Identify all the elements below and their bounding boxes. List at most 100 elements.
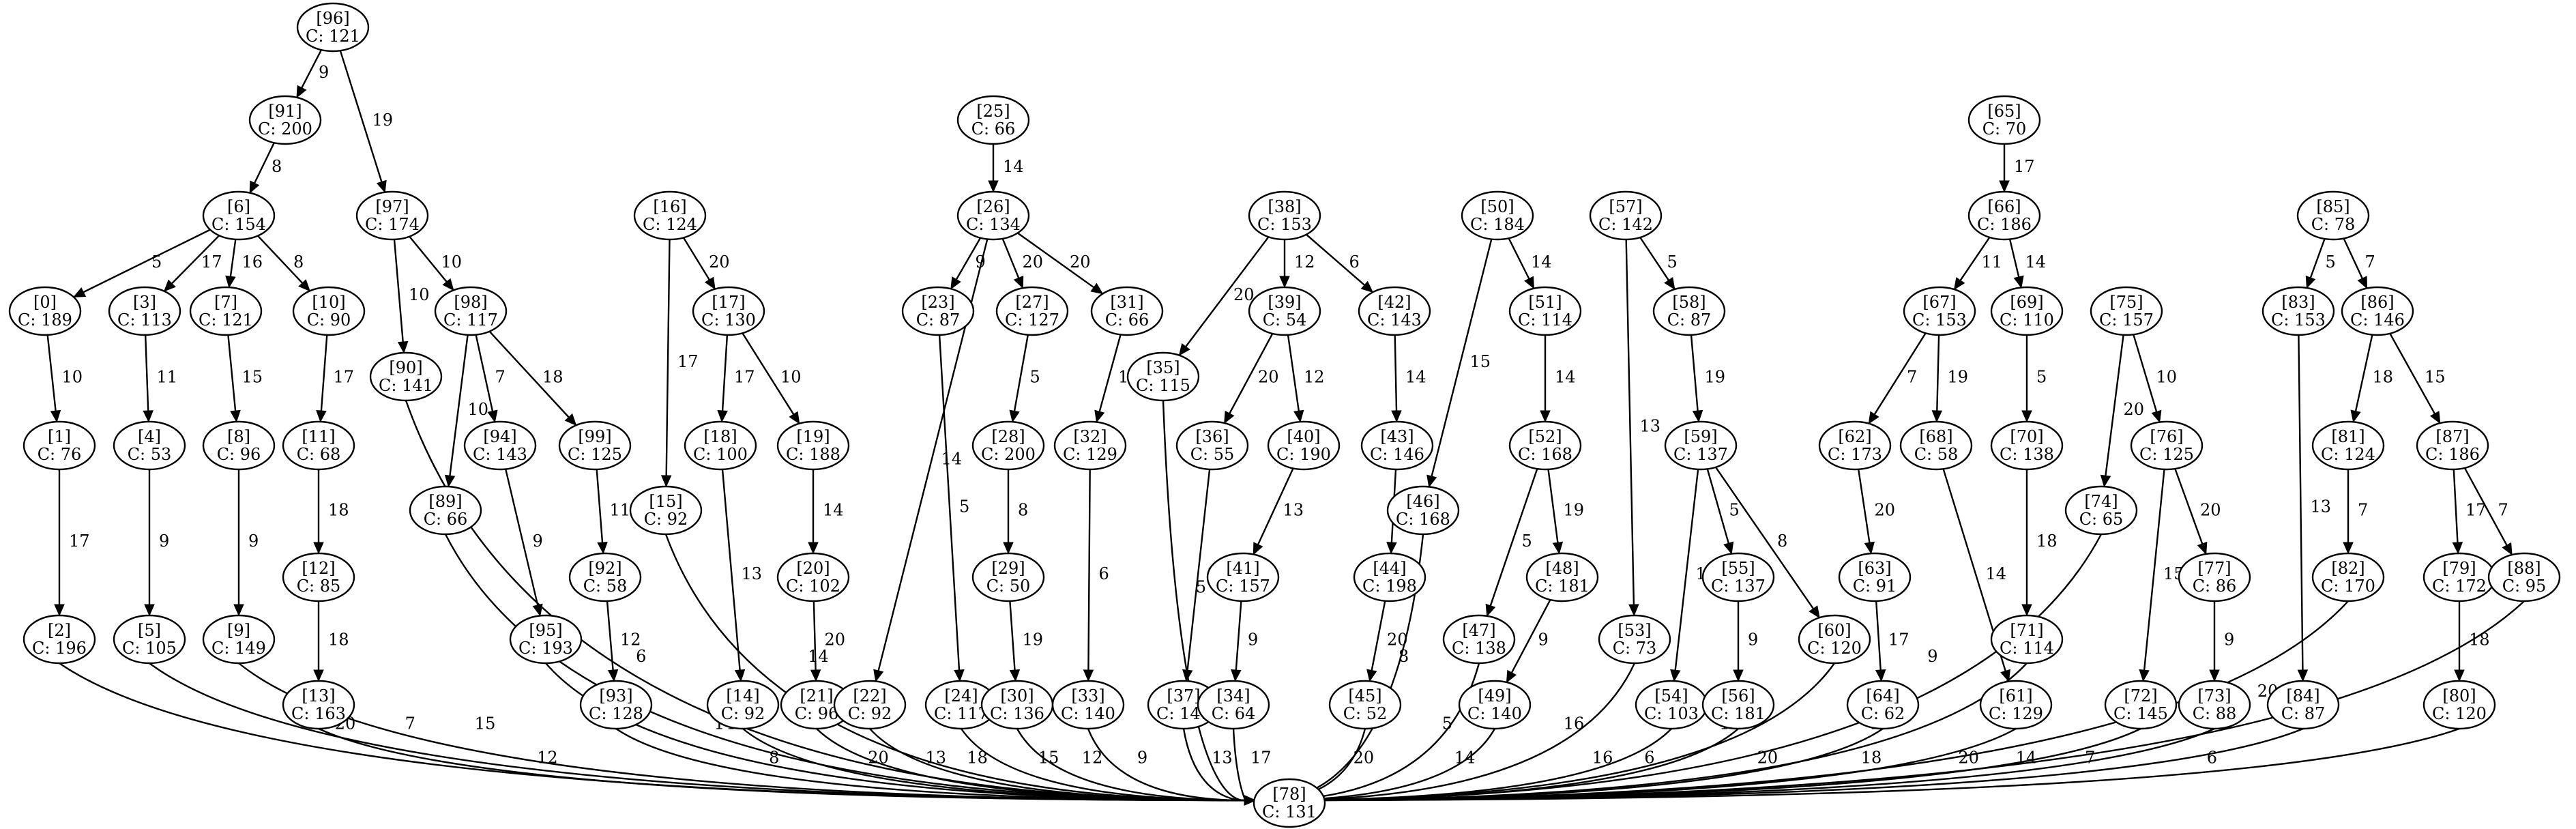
node-id-label: [56] [1721, 686, 1755, 706]
edge-weight-label: 14 [2025, 252, 2047, 272]
arrowhead-icon [2502, 542, 2513, 556]
edge-weight-label: 10 [468, 400, 489, 419]
node-55: [55]C: 137 [1701, 552, 1775, 602]
node-18: [18]C: 100 [684, 420, 757, 471]
edge-weight-label: 17 [677, 352, 699, 371]
edge-line [1873, 332, 1927, 415]
node-ellipse [282, 552, 355, 602]
node-id-label: [21] [800, 686, 833, 706]
edge-50-to-51: 14 [1508, 237, 1552, 289]
edge-line [1936, 334, 1940, 411]
edge-77-to-73: 9 [2209, 601, 2234, 682]
node-ellipse [633, 190, 707, 241]
edge-19-to-20: 14 [808, 469, 844, 555]
edge-line [877, 239, 989, 671]
edge-weight-label: 18 [328, 630, 349, 650]
edge-weight-label: 14 [1003, 157, 1024, 176]
node-ellipse [1838, 552, 1912, 602]
node-cost-label: C: 143 [1367, 310, 1422, 330]
node-id-label: [99] [578, 427, 611, 446]
node-47: [47]C: 138 [1442, 614, 1516, 665]
node-ellipse [1328, 680, 1402, 730]
edge-weight-label: 10 [62, 368, 83, 387]
node-ellipse [1967, 190, 2041, 241]
edge-weight-label: 18 [542, 368, 564, 387]
node-cost-label: C: 54 [1263, 310, 1307, 330]
node-id-label: [62] [1838, 427, 1871, 446]
node-2: [2]C: 196 [23, 614, 96, 665]
node-ellipse [296, 2, 370, 53]
node-cost-label: C: 124 [2321, 445, 2375, 464]
edge-weight-label: 5 [1667, 252, 1678, 272]
edge-weight-label: 20 [868, 748, 889, 767]
edge-weight-label: 7 [405, 714, 415, 733]
edge-25-to-26: 14 [988, 144, 1024, 193]
node-75: [75]C: 157 [2090, 286, 2163, 336]
edge-76-to-72: 15 [2139, 469, 2184, 682]
arrowhead-icon [1224, 410, 1235, 424]
node-ellipse [1664, 420, 1738, 471]
node-id-label: [20] [796, 559, 830, 578]
node-ellipse [1508, 420, 1582, 471]
edge-weight-label: 14 [1531, 252, 1552, 272]
arrowhead-icon [810, 669, 821, 682]
arrowhead-icon [1244, 795, 1257, 806]
edge-48-to-49: 9 [1506, 599, 1551, 684]
node-cost-label: C: 168 [1518, 445, 1572, 464]
node-78: [78]C: 131 [1253, 778, 1326, 828]
edge-18-to-14: 13 [721, 469, 763, 682]
node-cost-label: C: 102 [786, 577, 840, 596]
edge-line [1185, 236, 1270, 347]
edge-89-to-78: 6 [444, 534, 1257, 806]
node-id-label: [94] [483, 427, 516, 446]
node-21: [21]C: 96 [780, 680, 853, 730]
node-cost-label: C: 110 [2000, 310, 2054, 330]
node-id-label: [13] [302, 686, 335, 706]
arrowhead-icon [2013, 275, 2024, 289]
node-cost-label: C: 66 [971, 119, 1016, 139]
arrowhead-icon [1864, 541, 1875, 555]
node-ellipse [1508, 286, 1582, 336]
edge-line [257, 235, 304, 284]
edge-weight-label: 20 [1875, 501, 1896, 520]
node-cost-label: C: 181 [1711, 704, 1766, 723]
node-cost-label: C: 157 [2099, 310, 2154, 330]
edge-weight-label: 8 [272, 157, 282, 176]
arrowhead-icon [313, 669, 324, 682]
edge-line [1287, 334, 1300, 411]
node-cost-label: C: 65 [2079, 510, 2124, 529]
edge-39-to-40: 12 [1287, 334, 1325, 423]
node-cost-label: C: 128 [589, 704, 643, 723]
node-cost-label: C: 136 [990, 704, 1044, 723]
node-ellipse [355, 190, 429, 241]
node-cost-label: C: 196 [32, 639, 87, 658]
node-20: [20]C: 102 [776, 552, 850, 602]
edge-40-to-41: 13 [1253, 467, 1304, 555]
edge-26-to-23: 9 [950, 237, 986, 290]
node-ellipse [292, 286, 366, 336]
node-id-label: [58] [1672, 293, 1706, 312]
node-ellipse [1990, 420, 2064, 471]
node-ellipse [1598, 614, 1671, 665]
edge-81-to-82: 7 [2343, 469, 2368, 555]
arrowhead-icon [1293, 409, 1304, 423]
node-id-label: [77] [2197, 559, 2231, 578]
edge-line [1257, 467, 1294, 545]
node-22: [22]C: 92 [833, 680, 907, 730]
edge-38-to-42: 6 [1306, 233, 1374, 293]
edge-weight-label: 15 [1470, 352, 1491, 371]
edge-27-to-28: 5 [1009, 334, 1040, 423]
node-69: [69]C: 110 [1990, 286, 2064, 336]
arrowhead-icon [1391, 410, 1402, 423]
edge-weight-label: 20 [709, 252, 730, 272]
edge-weight-label: 13 [742, 564, 763, 583]
node-ellipse [409, 485, 482, 536]
node-76: [76]C: 125 [2130, 420, 2204, 471]
node-19: [19]C: 188 [776, 420, 850, 471]
node-id-label: [95] [529, 621, 562, 640]
edge-12-to-13: 18 [313, 600, 349, 682]
edge-23-to-24: 5 [938, 334, 969, 682]
node-32: [32]C: 129 [1053, 420, 1127, 471]
node-ellipse [1267, 420, 1341, 471]
arrowhead-icon [607, 669, 619, 682]
